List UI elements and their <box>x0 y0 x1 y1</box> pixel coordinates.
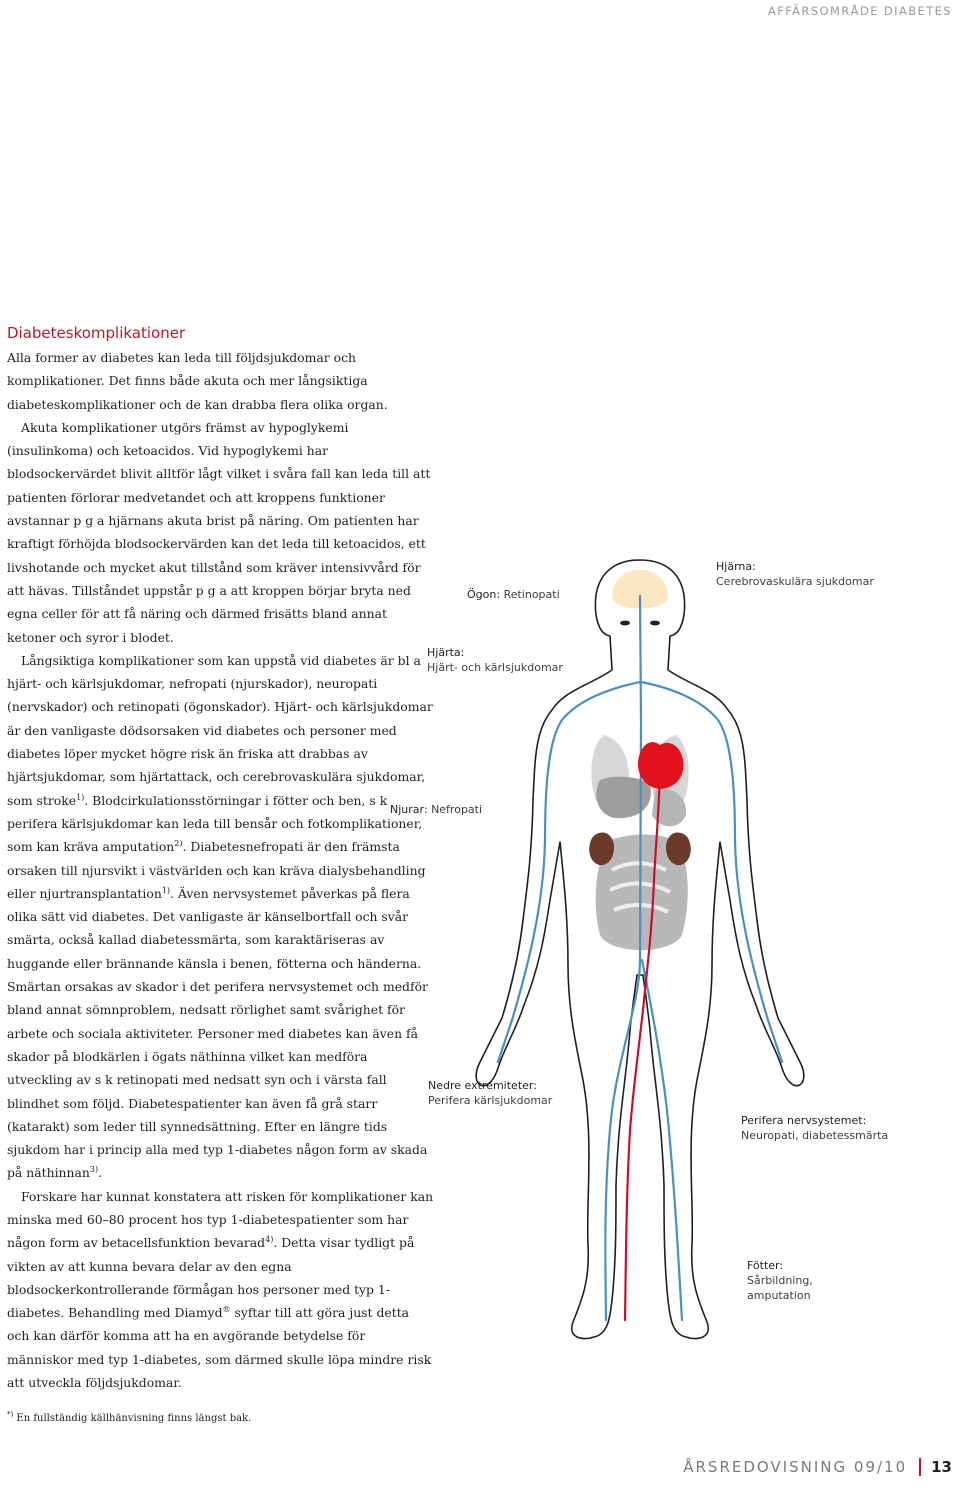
registered-mark: ® <box>222 1305 231 1315</box>
liver <box>596 776 651 819</box>
right-kidney <box>666 832 691 866</box>
left-arm-nerve <box>496 680 642 1064</box>
reference-3: 3) <box>89 1165 99 1175</box>
paragraph-acute: Akuta komplikationer utgörs främst av hy… <box>7 419 431 645</box>
paragraph-longterm: Långsiktiga komplikationer som kan uppst… <box>7 652 433 1181</box>
intestines <box>595 834 688 950</box>
left-eye-icon <box>620 620 630 626</box>
brain-region <box>612 570 668 609</box>
brain-shape <box>612 570 668 609</box>
section-header: AFFÄRSOMRÅDE DIABETES <box>767 4 952 18</box>
label-peripheral-nervous-system: Perifera nervsystemet: Neuropati, diabet… <box>741 1114 889 1142</box>
label-lower-extremities: Nedre extremiteter: Perifera kärlsjukdom… <box>428 1079 553 1107</box>
footnote-text: En fullständig källhänvisning finns läng… <box>13 1413 252 1424</box>
label-feet: Fötter: Sårbildning, amputation <box>747 1259 813 1302</box>
nerve-system <box>496 594 784 1322</box>
report-title: ÅRSREDOVISNING 09/10 <box>683 1458 908 1476</box>
page-number: 13 <box>931 1458 952 1476</box>
eyes <box>620 620 660 626</box>
page-footer: ÅRSREDOVISNING 09/10 13 <box>683 1458 952 1476</box>
article-body: Alla former av diabetes kan leda till fö… <box>7 346 435 1394</box>
stomach <box>652 788 687 827</box>
heart-group <box>638 742 684 789</box>
reference-1b: 1) <box>161 885 171 895</box>
right-eye-icon <box>650 620 660 626</box>
footnote: *) En fullständig källhänvisning finns l… <box>7 1410 252 1426</box>
left-kidney <box>589 832 614 866</box>
spinal-nerve <box>638 594 643 962</box>
left-leg-nerve <box>604 958 642 1322</box>
reference-1: 1) <box>76 792 85 802</box>
label-eyes: Ögon: Retinopati <box>467 588 560 601</box>
right-leg-nerve <box>640 958 684 1322</box>
reference-2: 2) <box>174 839 183 849</box>
artery-system <box>623 758 662 1322</box>
body-silhouette <box>475 559 805 1340</box>
paragraph-research: Forskare har kunnat konstatera att riske… <box>7 1188 434 1391</box>
heart-icon <box>638 742 684 789</box>
label-kidneys: Njurar: Nefropati <box>390 803 483 816</box>
main-artery <box>623 758 662 1322</box>
paragraph-intro: Alla former av diabetes kan leda till fö… <box>7 350 388 412</box>
right-arm-nerve <box>639 680 784 1064</box>
label-brain: Hjärna: Cerebrovaskulära sjukdomar <box>716 560 874 588</box>
footnote-marker: *) <box>7 1410 14 1419</box>
label-heart: Hjärta: Hjärt- och kärlsjukdomar <box>427 646 563 674</box>
section-title: Diabeteskomplikationer <box>7 324 186 342</box>
reference-4: 4) <box>265 1235 274 1245</box>
footer-divider <box>919 1458 922 1476</box>
